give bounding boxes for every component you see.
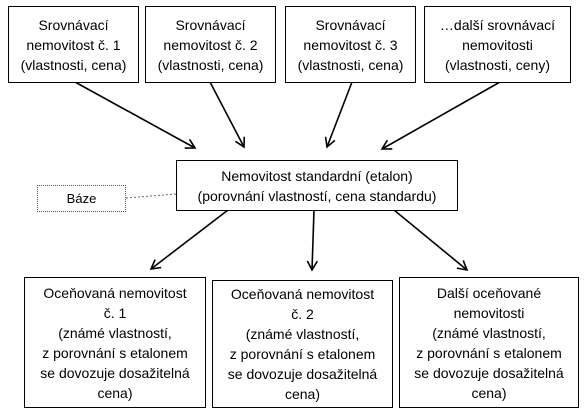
top-box-2-line-3: (vlastnosti, cena) (157, 56, 264, 73)
arrow-center-to-bottom2 (306, 209, 318, 272)
bottom-box-1-line-5: se dovozuje dosažitelná (40, 364, 190, 381)
bottom-box-3-line-3: (známé vlastností, (432, 324, 546, 341)
bottom-box-2-line-5: se dovozuje dosažitelná (227, 366, 378, 382)
bottom-box-3-line-4: z porovnání s etalonem (416, 344, 562, 361)
top-box-4-line-2: nemovitosti (462, 36, 533, 53)
bottom-box-3-line-6: cena) (471, 384, 507, 401)
top-box-further-comparables: …další srovnávací nemovitosti (vlastnost… (424, 6, 571, 83)
bottom-box-3-line-1: Další oceňované (436, 284, 542, 301)
top-box-3-line-2: nemovitost č. 3 (303, 36, 398, 53)
baze-label: Báze (66, 191, 97, 206)
center-box-standard-property: Nemovitost standardní (etalon) (porovnán… (176, 160, 458, 211)
top-box-4-line-1: …další srovnávací (439, 16, 556, 33)
arrow-top1-to-center (74, 81, 197, 149)
arrow-top2-to-center (209, 81, 246, 149)
baze-connector (125, 193, 177, 199)
top-box-2-line-2: nemovitost č. 2 (163, 36, 258, 53)
bottom-box-1-line-2: č. 1 (103, 304, 127, 321)
bottom-box-2-line-6: cena) (284, 386, 321, 402)
center-box-line-1: Nemovitost standardní (etalon) (221, 167, 413, 184)
bottom-box-1-line-4: z porovnání s etalonem (42, 344, 188, 361)
bottom-box-2-line-1: Oceňovaná nemovitost (230, 286, 375, 302)
top-box-1-line-1: Srovnávací (38, 16, 109, 33)
bottom-box-2-line-2: č. 2 (291, 306, 314, 322)
bottom-box-valued-property-2: Oceňovaná nemovitost č. 2 (známé vlastno… (212, 280, 393, 408)
bottom-box-3-line-5: se dovozuje dosažitelná (414, 364, 564, 381)
bottom-box-1-line-3: (známé vlastností, (58, 324, 172, 341)
top-box-comparable-1: Srovnávací nemovitost č. 1 (vlastnosti, … (8, 6, 139, 83)
top-box-comparable-3: Srovnávací nemovitost č. 3 (vlastnosti, … (285, 6, 416, 83)
bottom-box-valued-property-1: Oceňovaná nemovitost č. 1 (známé vlastno… (24, 277, 206, 408)
arrow-top3-to-center (324, 81, 353, 149)
bottom-box-1-line-1: Oceňovaná nemovitost (43, 284, 187, 301)
top-box-2-line-1: Srovnávací (175, 16, 246, 33)
bottom-box-1-line-6: cena) (97, 384, 133, 401)
baze-label-box: Báze (37, 185, 126, 212)
bottom-box-2-line-4: z porovnání s etalonem (229, 346, 376, 362)
arrow-center-to-bottom1 (149, 209, 229, 271)
top-box-3-line-1: Srovnávací (315, 16, 386, 33)
top-box-comparable-2: Srovnávací nemovitost č. 2 (vlastnosti, … (145, 6, 276, 83)
center-box-line-2: (porovnání vlastností, cena standardu) (197, 187, 437, 204)
top-box-3-line-3: (vlastnosti, cena) (297, 56, 404, 73)
bottom-box-3-line-2: nemovitosti (453, 304, 525, 321)
bottom-box-2-line-3: (známé vlastností, (245, 326, 360, 342)
top-box-1-line-2: nemovitost č. 1 (26, 36, 121, 53)
top-box-4-line-3: (vlastnosti, ceny) (444, 56, 551, 73)
arrow-top4-to-center (380, 81, 501, 150)
arrow-center-to-bottom3 (393, 209, 469, 272)
bottom-box-further-valued-properties: Další oceňované nemovitosti (známé vlast… (399, 277, 579, 408)
top-box-1-line-3: (vlastnosti, cena) (20, 56, 127, 73)
